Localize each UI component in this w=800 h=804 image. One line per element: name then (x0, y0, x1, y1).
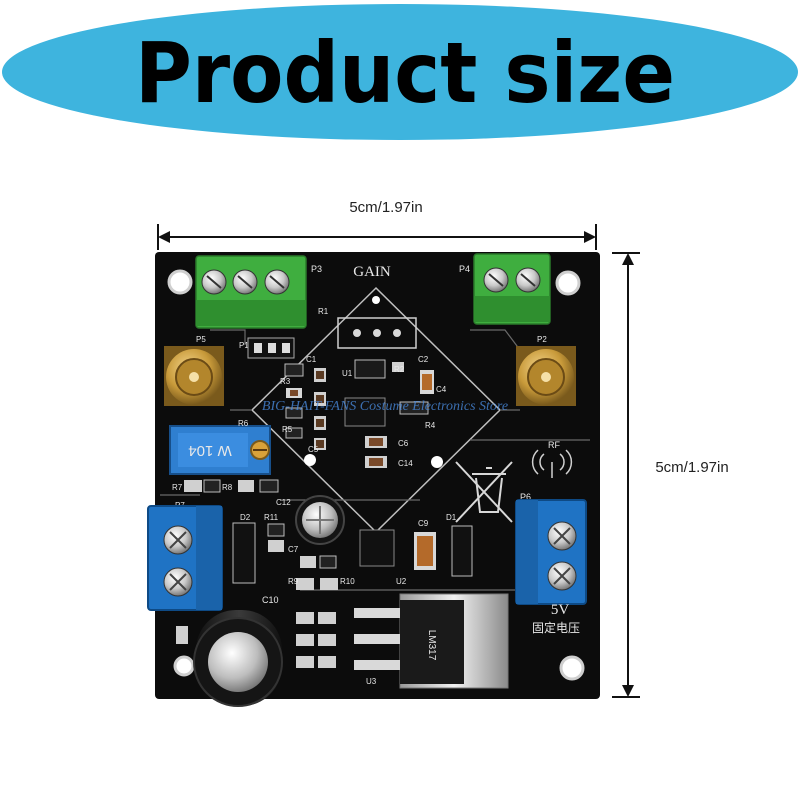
voltage-label: 5V (551, 602, 570, 618)
ref-r2: R2 (394, 365, 405, 374)
ref-d2: D2 (240, 513, 251, 522)
height-dimension (612, 252, 640, 698)
smd-components (284, 296, 443, 468)
width-label: 5cm/1.97in (349, 199, 422, 216)
ref-r5: R5 (282, 425, 293, 434)
ref-r8: R8 (222, 483, 233, 492)
smd-r7 (184, 480, 202, 492)
ref-p4: P4 (459, 264, 470, 274)
mounting-holes (167, 269, 585, 681)
ref-p2: P2 (537, 335, 547, 344)
terminal-p6 (515, 499, 587, 605)
ref-r10: R10 (340, 577, 355, 586)
ref-p3: P3 (311, 264, 322, 274)
ref-p1: P1 (239, 341, 249, 350)
title-banner: Product size (2, 4, 798, 140)
ref-r7: R7 (172, 483, 183, 492)
pcb-board: P3 P4 GAIN R1 P5 P1 P2 P6 P7 (147, 252, 600, 707)
banner-title: Product size (135, 24, 675, 122)
voltage-regulator-lm317: LM317 (354, 593, 509, 689)
banner-ellipse (2, 4, 798, 140)
ref-r6: R6 (238, 419, 249, 428)
jumper-p1 (247, 337, 295, 359)
gain-header (337, 317, 417, 349)
ref-r11: R11 (264, 513, 279, 522)
ref-r3: R3 (280, 377, 291, 386)
ref-c6: C6 (398, 439, 409, 448)
ref-c12: C12 (276, 498, 291, 507)
terminal-p3 (195, 255, 307, 329)
terminal-p4 (473, 253, 551, 325)
ref-c2: C2 (418, 355, 429, 364)
ref-c1: C1 (306, 355, 317, 364)
ref-c14: C14 (398, 459, 413, 468)
ref-u3: U3 (366, 677, 377, 686)
ref-u2: U2 (396, 577, 407, 586)
ref-u1: U1 (342, 369, 353, 378)
weee-bin-symbol (455, 461, 513, 523)
terminal-p7 (147, 505, 223, 611)
sma-connector-p5 (164, 346, 224, 406)
fixed-voltage-label: 固定电压 (532, 620, 580, 635)
smd-r8 (238, 480, 254, 492)
smd-r8b (259, 479, 279, 493)
ref-d1: D1 (446, 513, 457, 522)
ref-c5: C5 (308, 445, 319, 454)
smd-components-low (176, 612, 336, 668)
gain-label: GAIN (353, 264, 391, 280)
capacitor-c12 (295, 495, 345, 545)
width-dimension (157, 224, 597, 250)
ref-p5: P5 (196, 335, 206, 344)
regulator-marking: LM317 (426, 630, 437, 661)
potentiometer-w104: W 104 (169, 425, 271, 475)
pot-label: W 104 (188, 442, 231, 459)
sma-connector-p2 (516, 346, 576, 406)
smd-components-mid (232, 522, 473, 590)
ref-c10: C10 (262, 595, 279, 605)
capacitor-large (193, 610, 283, 707)
ref-c7: C7 (288, 545, 299, 554)
height-label: 5cm/1.97in (655, 459, 728, 476)
ref-r9: R9 (288, 577, 299, 586)
rf-label: RF (548, 440, 560, 450)
ref-c4: C4 (436, 385, 447, 394)
ref-r1: R1 (318, 307, 329, 316)
ref-c9: C9 (418, 519, 429, 528)
ref-r4: R4 (425, 421, 436, 430)
ref-p6: P6 (520, 492, 531, 502)
rf-symbol (531, 449, 573, 478)
store-watermark: BIG-HAIT-FANS Costume Electronics Store (262, 399, 508, 414)
smd-r7b (203, 479, 221, 493)
